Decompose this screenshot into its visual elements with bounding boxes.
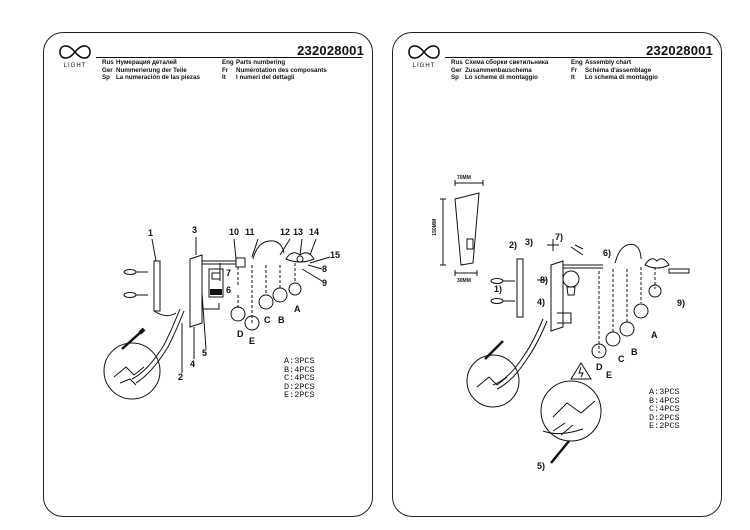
header-divider	[96, 57, 362, 58]
part-label: 4)	[537, 297, 546, 307]
logo-text: LIGHT	[412, 63, 436, 69]
part-label: 12	[280, 227, 291, 237]
part-label: D	[237, 329, 244, 339]
part-label: 14	[309, 227, 320, 237]
part-label: E	[606, 370, 613, 380]
part-label: 4	[190, 359, 196, 369]
part-label: 5	[202, 348, 208, 358]
part-label: 3)	[525, 237, 534, 247]
part-label: B	[278, 315, 285, 325]
quantity-list: A:3PCS B:4PCS C:4PCS D:2PCS E:2PCS	[284, 357, 315, 400]
parts-drawing	[103, 237, 331, 400]
quantity-item: A:3PCS	[284, 356, 315, 366]
part-label: 9	[322, 278, 328, 288]
logo-text: LIGHT	[63, 63, 87, 69]
part-label: 3	[192, 225, 198, 235]
product-code: 232028001	[297, 43, 364, 58]
part-label: 9)	[677, 298, 686, 308]
brand-logo: LIGHT	[54, 41, 96, 73]
part-label: 8)	[540, 275, 549, 285]
part-label: 5)	[537, 461, 546, 471]
quantity-item: D:2PCS	[649, 412, 680, 423]
part-label: 6	[226, 285, 232, 295]
part-label: 2)	[509, 240, 518, 250]
dimension-depth: 30MM	[457, 278, 471, 284]
assembly-drawing	[440, 180, 690, 464]
quantity-list: A:3PCS B:4PCS C:4PCS D:2PCS E:2PCS	[649, 388, 680, 431]
part-label: 10	[229, 227, 240, 237]
quantity-item: E:2PCS	[284, 390, 315, 400]
part-label: 13	[293, 227, 304, 237]
part-label: 7	[226, 268, 232, 278]
dimension-height: 150MM	[432, 219, 438, 236]
brand-logo: LIGHT	[403, 41, 445, 73]
part-label: B	[631, 347, 638, 357]
part-label: 2	[178, 372, 184, 382]
part-label: 1)	[494, 284, 503, 294]
part-label: A	[651, 330, 658, 340]
quantity-item: D:2PCS	[284, 381, 315, 392]
logo-icon	[408, 45, 440, 59]
quantity-item: A:3PCS	[649, 387, 680, 397]
pcb-detail	[210, 289, 222, 295]
quantity-item: B:4PCS	[284, 364, 315, 375]
quantity-item: C:4PCS	[284, 373, 315, 383]
quantity-item: C:4PCS	[649, 404, 680, 414]
part-label: A	[294, 304, 301, 314]
part-label: 15	[330, 250, 341, 260]
quantity-item: E:2PCS	[649, 421, 680, 431]
quantity-item: B:4PCS	[649, 395, 680, 406]
part-label: C	[618, 354, 625, 364]
dimension-width: 70MM	[457, 175, 471, 181]
part-label: 7)	[555, 232, 564, 242]
header-divider	[445, 57, 711, 58]
part-label: 6)	[603, 248, 612, 258]
part-label: D	[596, 362, 603, 372]
logo-icon	[59, 45, 91, 59]
part-label: C	[264, 315, 271, 325]
product-code: 232028001	[646, 43, 713, 58]
part-label: 1	[148, 228, 154, 238]
part-label: 8	[322, 264, 328, 274]
part-label: 11	[245, 227, 255, 237]
part-label: E	[249, 336, 256, 346]
